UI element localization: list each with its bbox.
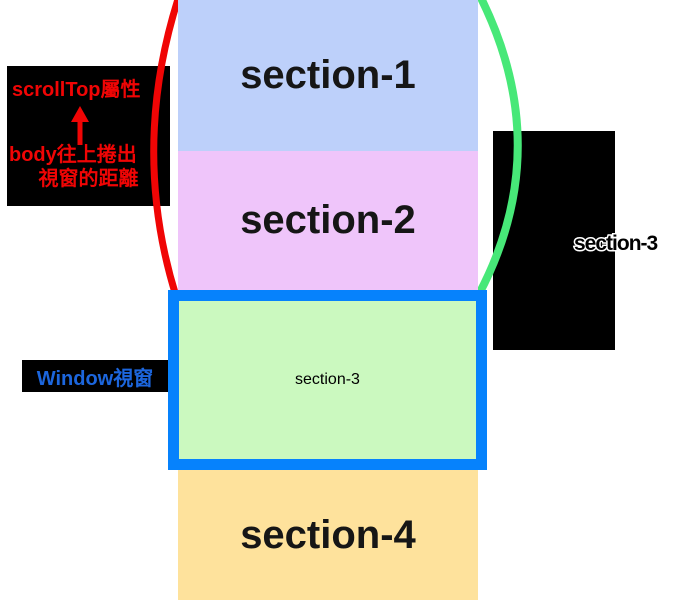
section-2-block: section-2 <box>178 151 478 290</box>
window-label: Window視窗 <box>36 367 154 390</box>
scroll-distance-label-line2: 視窗的距離 <box>38 168 139 190</box>
up-arrow-icon <box>71 106 89 145</box>
window-label-box: Window視窗 <box>22 360 168 392</box>
window-viewport-box: section-3 <box>168 290 487 470</box>
section-1-block: section-1 <box>178 0 478 151</box>
scroll-distance-label-line1: body往上捲出 <box>9 144 137 166</box>
right-section-callout-text: section-3 <box>574 232 658 255</box>
section-4-block: section-4 <box>178 470 478 600</box>
section-2-label: section-2 <box>240 198 416 242</box>
scrolltop-property-label: scrollTop屬性 <box>12 79 141 101</box>
section-3-label: section-3 <box>295 371 360 388</box>
scrolltop-annotation-box: scrollTop屬性 body往上捲出 視窗的距離 <box>7 66 170 206</box>
right-section-callout: section-3 <box>573 231 661 257</box>
section-4-label: section-4 <box>240 512 416 557</box>
section-1-label: section-1 <box>240 53 416 97</box>
